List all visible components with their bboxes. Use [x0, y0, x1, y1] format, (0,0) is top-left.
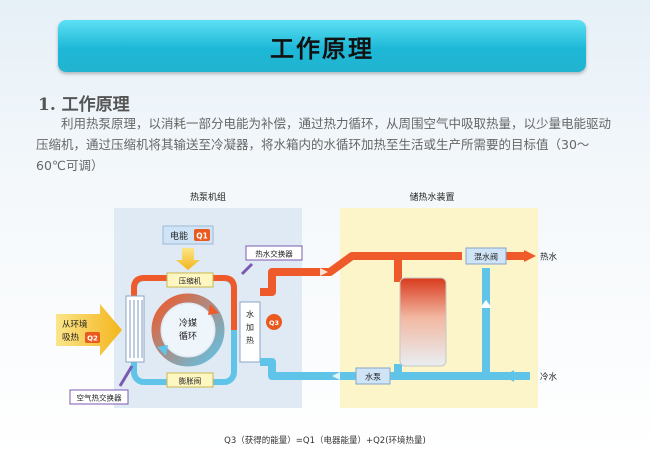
- water-heating-char-2: 加: [246, 322, 254, 332]
- cycle-arrow-icon: [208, 304, 219, 315]
- q3-badge: [266, 314, 282, 330]
- cold-water-in-arrow-icon: [504, 370, 514, 382]
- q2-label: Q2: [87, 335, 98, 343]
- slide-title: 工作原理: [270, 33, 374, 63]
- cycle-arrow-icon-2: [157, 345, 168, 356]
- air-exchanger-callout-line: [118, 365, 134, 387]
- refrigerant-label-1: 冷媒: [179, 317, 197, 329]
- water-heating-char-1: 水: [246, 309, 254, 319]
- storage-unit-label: 储热水装置: [409, 191, 454, 203]
- ambient-heat-label-2: 吸热: [62, 332, 80, 343]
- cold-water-label: 冷水: [540, 372, 558, 383]
- air-heat-exchanger-fins: [129, 300, 143, 358]
- compressor-label: 压缩机: [179, 276, 202, 286]
- q1-badge: [194, 229, 210, 241]
- storage-tank: [399, 277, 447, 367]
- ambient-heat-label-1: 从环境: [62, 319, 88, 330]
- hot-flow-arrow-icon: [320, 268, 328, 276]
- compressor-box: [166, 272, 214, 288]
- hot-water-out-arrow-icon: [524, 250, 536, 262]
- q2-badge: [85, 332, 100, 343]
- refrigerant-cycle-ring: [151, 293, 225, 367]
- mixing-valve-label: 混水阀: [474, 252, 498, 262]
- air-exchanger-callout: [69, 389, 129, 405]
- expansion-valve-box: [166, 372, 214, 388]
- air-heat-exchanger: [125, 295, 145, 363]
- pump-box: [355, 367, 391, 385]
- expansion-valve-label: 膨胀阀: [179, 376, 202, 386]
- water-exchanger-callout-line: [240, 262, 254, 276]
- water-heat-exchanger: [239, 301, 261, 363]
- water-exchanger-callout: [245, 245, 303, 261]
- q1-label: Q1: [196, 232, 208, 241]
- water-heating-char-3: 热: [246, 335, 254, 345]
- heat-pump-diagram: 热泵机组 储热水装置 电能 Q1 压缩机 膨胀阀 冷媒 循环 从环境 吸热 Q2: [56, 191, 558, 408]
- pump-label: 水泵: [365, 372, 381, 382]
- q3-label: Q3: [269, 319, 279, 327]
- electric-energy-label: 电能: [170, 230, 188, 242]
- refrigerant-cycle-center: [162, 304, 214, 356]
- title-banner: 工作原理: [58, 20, 586, 72]
- water-exchanger-label: 热水交换器: [255, 249, 293, 259]
- energy-input-arrow: [176, 248, 200, 270]
- section-heading: 1. 工作原理: [38, 95, 130, 115]
- bypass-flow-arrow-icon: [480, 300, 492, 308]
- refrigerant-label-2: 循环: [179, 330, 197, 342]
- heat-pump-unit-label: 热泵机组: [190, 191, 226, 203]
- ambient-heat-arrow: [56, 304, 122, 356]
- intro-paragraph: 利用热泵原理，以消耗一部分电能为补偿，通过热力循环，从周围空气中吸取热量，以少量…: [36, 116, 612, 173]
- energy-formula: Q3（获得的能量）=Q1（电器能量）+Q2(环境热量): [224, 436, 426, 446]
- return-flow-arrow-icon: [332, 372, 340, 380]
- hot-water-label: 热水: [540, 252, 558, 263]
- mixing-valve-box: [465, 247, 507, 265]
- air-exchanger-label: 空气热交换器: [77, 393, 122, 403]
